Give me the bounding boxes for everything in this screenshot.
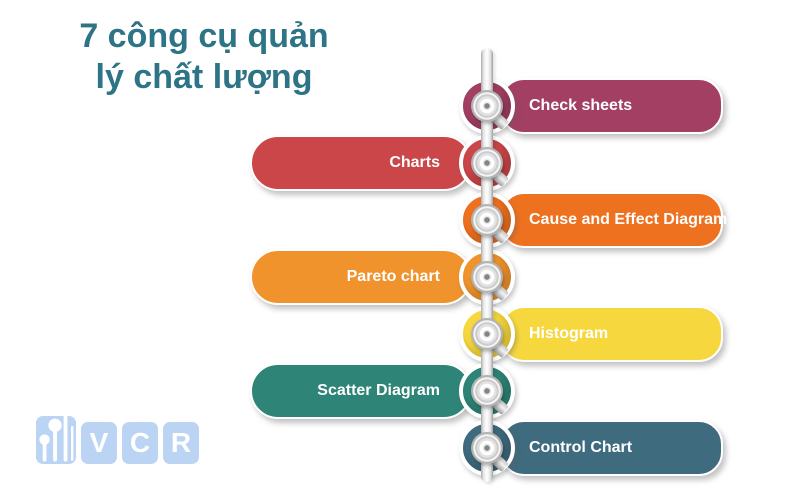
pill-label: Charts xyxy=(389,154,440,171)
timeline-item-check-sheets: Check sheets xyxy=(0,78,800,134)
page-title-line1: 7 công cụ quản xyxy=(79,17,329,55)
pill-label: Cause and Effect Diagram xyxy=(529,211,728,228)
pin-icon xyxy=(471,90,503,122)
pin-icon xyxy=(471,375,503,407)
pin-icon xyxy=(471,147,503,179)
pill-pareto-chart: Pareto chart xyxy=(250,249,472,305)
timeline-item-histogram: Histogram xyxy=(0,306,800,362)
pin-icon xyxy=(471,432,503,464)
logo-letter-r: R xyxy=(163,422,199,464)
pill-label: Pareto chart xyxy=(346,268,440,285)
pill-cause-and-effect-diagram: Cause and Effect Diagram xyxy=(500,192,727,248)
pill-scatter-diagram: Scatter Diagram xyxy=(250,363,472,419)
vcr-logo: V C R xyxy=(36,397,199,464)
pill-control-chart: Control Chart xyxy=(500,420,723,476)
pill-charts: Charts xyxy=(250,135,472,191)
page-title: 7 công cụ quản lý chất lượng xyxy=(58,16,350,99)
pin-icon xyxy=(471,261,503,293)
timeline-item-pareto-chart: Pareto chart xyxy=(0,249,800,305)
logo-letter-v: V xyxy=(81,422,117,464)
pin-icon xyxy=(471,204,503,236)
timeline-item-charts: Charts xyxy=(0,135,800,191)
timeline-item-cause-and-effect-diagram: Cause and Effect Diagram xyxy=(0,192,800,248)
pill-check-sheets: Check sheets xyxy=(500,78,723,134)
pill-label: Check sheets xyxy=(529,97,633,114)
cleanroom-pins-icon xyxy=(36,397,76,464)
pill-label: Histogram xyxy=(529,325,609,342)
pill-label: Control Chart xyxy=(529,439,633,456)
page-title-line2: lý chất lượng xyxy=(95,58,313,97)
pin-icon xyxy=(471,318,503,350)
pill-label: Scatter Diagram xyxy=(317,382,440,399)
logo-letter-c: C xyxy=(122,422,158,464)
pill-histogram: Histogram xyxy=(500,306,723,362)
pins-glyph xyxy=(39,397,75,462)
